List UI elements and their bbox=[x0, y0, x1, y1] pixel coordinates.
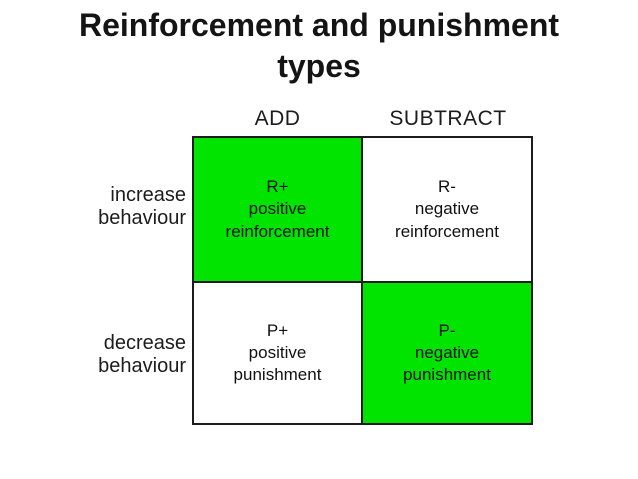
cell-label-line: negative bbox=[414, 199, 480, 219]
row-label-increase-behaviour: increase behaviour bbox=[0, 184, 186, 230]
cell-code: P- bbox=[438, 320, 456, 340]
cell-label-line: reinforcement bbox=[225, 221, 330, 241]
cell-positive-reinforcement: R+ positive reinforcement bbox=[194, 138, 363, 283]
page-title-line1: Reinforcement and punishment bbox=[78, 7, 560, 43]
cell-label-line: punishment bbox=[233, 365, 322, 385]
cell-label-line: positive bbox=[248, 199, 307, 219]
cell-label-line: punishment bbox=[403, 365, 491, 385]
cell-label-line: positive bbox=[248, 342, 307, 362]
page-title-line2: types bbox=[277, 47, 361, 84]
row-label-line: decrease bbox=[103, 332, 186, 354]
row-label-line: behaviour bbox=[98, 355, 186, 377]
cell-code: P+ bbox=[266, 320, 289, 340]
row-label-line: behaviour bbox=[98, 207, 186, 229]
column-header-add: ADD bbox=[254, 107, 301, 130]
cell-code: R+ bbox=[266, 177, 289, 197]
cell-negative-punishment: P- negative punishment bbox=[363, 283, 531, 423]
cell-negative-reinforcement: R- negative reinforcement bbox=[363, 138, 531, 283]
row-label-line: increase bbox=[110, 184, 186, 206]
row-label-decrease-behaviour: decrease behaviour bbox=[0, 332, 186, 378]
cell-label-line: negative bbox=[414, 342, 480, 362]
column-header-subtract: SUBTRACT bbox=[389, 107, 507, 130]
cell-code: R- bbox=[438, 177, 456, 197]
page-title: Reinforcement and punishment types bbox=[0, 5, 638, 87]
cell-label-line: reinforcement bbox=[395, 221, 499, 241]
reinforcement-matrix: R+ positive reinforcement R- negative re… bbox=[192, 136, 533, 425]
cell-positive-punishment: P+ positive punishment bbox=[194, 283, 363, 423]
